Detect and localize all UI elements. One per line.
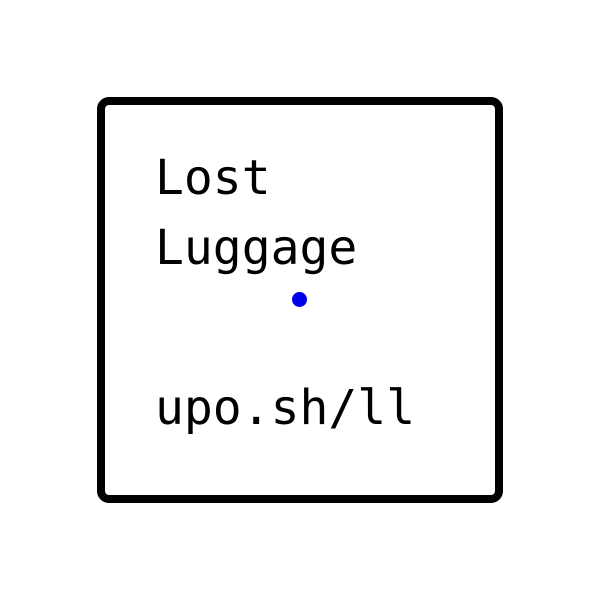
card-frame (97, 97, 503, 503)
url-text: upo.sh/ll (155, 380, 416, 436)
blue-dot-icon (292, 292, 307, 307)
card-title: Lost Luggage (155, 143, 357, 283)
title-line-1: Lost (155, 150, 271, 206)
title-line-2: Luggage (155, 220, 358, 276)
